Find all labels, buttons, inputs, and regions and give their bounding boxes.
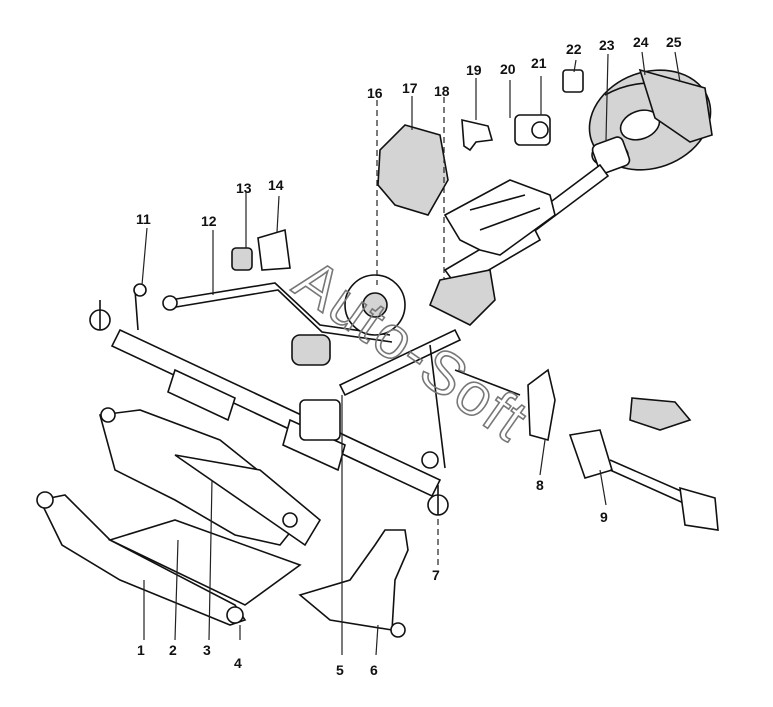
switch-connector [562,69,584,93]
airbag-cover [638,68,713,143]
ignition-key [461,118,494,152]
callout-16: 16 [367,85,383,101]
callout-24: 24 [633,34,649,50]
column-bracket [443,179,556,256]
callout-17: 17 [402,80,418,96]
callout-12: 12 [201,213,217,229]
tie-rod-end-left [89,300,111,331]
intermediate-shaft [338,328,462,469]
splash-shield [629,397,692,431]
callout-19: 19 [466,62,482,78]
callout-21: 21 [531,55,547,71]
callout-4: 4 [234,655,242,671]
drive-shaft [568,429,719,531]
callout-2: 2 [169,642,177,658]
callout-9: 9 [600,509,608,525]
callout-22: 22 [566,41,582,57]
callout-8: 8 [536,477,544,493]
callout-6: 6 [370,662,378,678]
crossmember [98,407,322,547]
callout-11: 11 [136,211,151,227]
callout-25: 25 [666,34,682,50]
tie-rod-end-right [427,485,449,516]
steering-column-cover [344,274,406,336]
steering-rack [110,328,442,498]
ignition-switch [514,114,551,146]
stabilizer-bar [162,282,393,343]
callout-5: 5 [336,662,344,678]
callout-13: 13 [236,180,252,196]
steering-knuckle [454,368,556,442]
callout-18: 18 [434,83,450,99]
callout-7: 7 [432,567,440,583]
callout-numbers: 1 2 3 4 5 6 7 8 9 11 12 13 14 16 17 18 1… [136,34,682,678]
rack-boot-seal [291,334,331,366]
lower-control-arm [298,529,409,638]
stabilizer-bushing [231,247,253,271]
callout-23: 23 [599,37,615,53]
callout-14: 14 [268,177,284,193]
front-subframe [36,491,302,626]
callout-3: 3 [203,642,211,658]
steering-hub [591,136,631,174]
leader-lines [141,51,681,656]
stabilizer-clamp [257,228,291,271]
bracket-insulator [377,124,449,216]
callout-20: 20 [500,61,516,77]
callout-1: 1 [137,642,145,658]
stabilizer-link [133,283,147,331]
